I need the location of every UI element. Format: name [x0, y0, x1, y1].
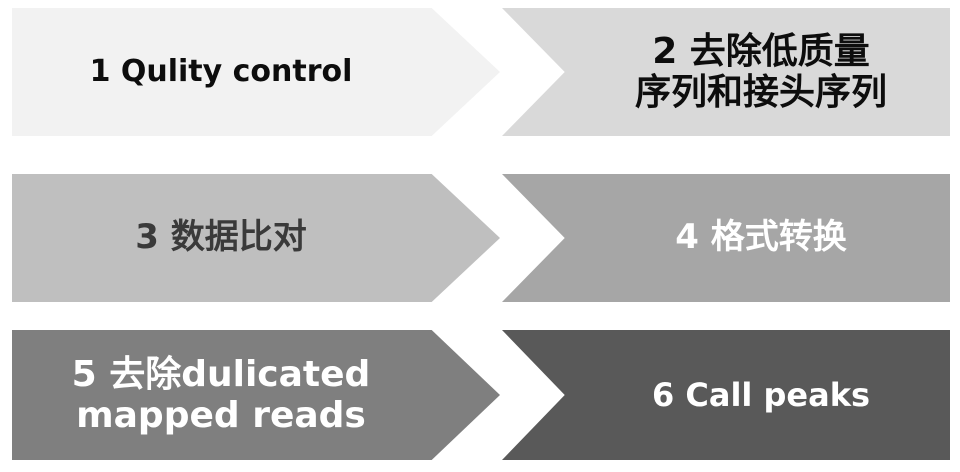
step-1-label: 1 Qulity control [89, 53, 353, 89]
step-4-label: 4 格式转换 [675, 217, 847, 258]
step-1-quality-control: 1 Qulity control [12, 8, 500, 136]
step-3-label: 3 数据比对 [135, 217, 307, 258]
step-2-label: 2 去除低质量 序列和接头序列 [634, 30, 887, 113]
step-3-alignment: 3 数据比对 [12, 174, 500, 302]
step-6-label: 6 Call peaks [651, 375, 871, 414]
step-5-remove-duplicates: 5 去除dulicated mapped reads [12, 330, 500, 460]
step-5-label: 5 去除dulicated mapped reads [71, 353, 371, 436]
step-2-remove-low-quality: 2 去除低质量 序列和接头序列 [502, 8, 950, 136]
step-4-format-conversion: 4 格式转换 [502, 174, 950, 302]
step-6-call-peaks: 6 Call peaks [502, 330, 950, 460]
